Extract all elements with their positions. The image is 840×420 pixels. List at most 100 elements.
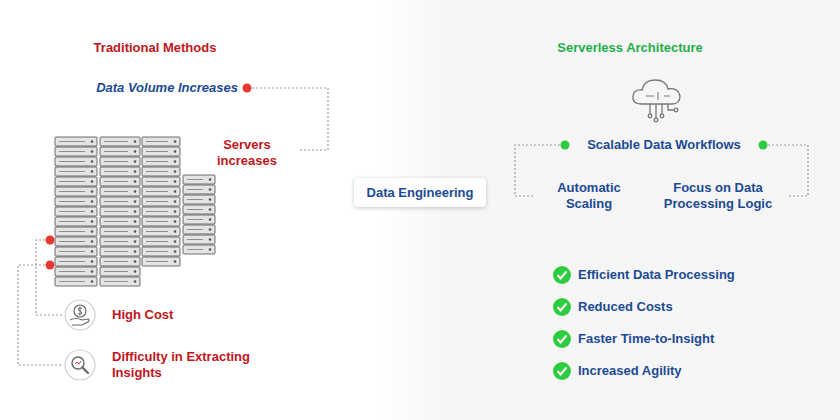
- server-led: [174, 150, 177, 153]
- problem-text: High Cost: [112, 307, 262, 323]
- server-led: [209, 228, 212, 231]
- server-led: [174, 170, 177, 173]
- server-unit: [55, 207, 97, 216]
- server-unit: [183, 215, 215, 224]
- server-slot: [59, 171, 85, 172]
- server-slot: [146, 171, 168, 172]
- server-unit: [100, 257, 140, 266]
- server-led: [209, 188, 212, 191]
- server-unit: [183, 205, 215, 214]
- server-led: [91, 270, 94, 273]
- server-slot: [187, 249, 203, 250]
- callout-text: Scalable Data Workflows: [574, 137, 754, 153]
- server-slot: [146, 151, 168, 152]
- server-slot: [59, 201, 85, 202]
- server-led: [134, 200, 137, 203]
- server-led: [209, 248, 212, 251]
- server-led: [91, 240, 94, 243]
- server-slot: [187, 209, 203, 210]
- server-unit: [100, 197, 140, 206]
- server-slot: [104, 241, 128, 242]
- server-led: [174, 160, 177, 163]
- server-slot: [146, 191, 168, 192]
- server-led: [174, 210, 177, 213]
- server-slot: [104, 281, 128, 282]
- server-unit: [55, 177, 97, 186]
- server-unit: [55, 167, 97, 176]
- server-slot: [59, 231, 85, 232]
- server-slot: [146, 261, 168, 262]
- server-led: [174, 140, 177, 143]
- server-led: [174, 200, 177, 203]
- server-led: [134, 140, 137, 143]
- server-led: [91, 140, 94, 143]
- server-led: [209, 238, 212, 241]
- server-slot: [146, 241, 168, 242]
- cloud-icon: [633, 80, 680, 122]
- server-unit: [100, 137, 140, 146]
- server-led: [91, 150, 94, 153]
- server-slot: [59, 141, 85, 142]
- leader-lines: [18, 88, 808, 365]
- server-led: [91, 210, 94, 213]
- server-slot: [146, 231, 168, 232]
- server-unit: [142, 177, 180, 186]
- server-led: [134, 190, 137, 193]
- server-slot: [104, 141, 128, 142]
- server-unit: [55, 147, 97, 156]
- server-slot: [187, 189, 203, 190]
- server-slot: [104, 261, 128, 262]
- server-led: [209, 198, 212, 201]
- server-unit: [100, 217, 140, 226]
- server-slot: [59, 221, 85, 222]
- server-slot: [146, 201, 168, 202]
- benefit-text: Efficient Data Processing: [578, 267, 808, 283]
- benefit-text: Increased Agility: [578, 363, 808, 379]
- server-slot: [104, 231, 128, 232]
- section-heading: Traditional Methods: [60, 40, 250, 56]
- server-unit: [183, 225, 215, 234]
- server-unit: [100, 247, 140, 256]
- server-led: [134, 240, 137, 243]
- server-led: [209, 208, 212, 211]
- server-slot: [59, 281, 85, 282]
- magnifier-icon: [65, 350, 95, 380]
- server-led: [91, 180, 94, 183]
- server-slot: [187, 179, 203, 180]
- server-led: [134, 230, 137, 233]
- server-slot: [146, 141, 168, 142]
- server-slot: [104, 251, 128, 252]
- server-led: [174, 230, 177, 233]
- server-unit: [55, 197, 97, 206]
- server-slot: [59, 251, 85, 252]
- server-led: [91, 220, 94, 223]
- server-unit: [100, 177, 140, 186]
- server-slot: [187, 239, 203, 240]
- server-led: [174, 190, 177, 193]
- process-box: Data Engineering: [354, 178, 487, 207]
- server-led: [174, 240, 177, 243]
- section-heading: Serverless Architecture: [520, 40, 740, 56]
- feature-text: Automatic Scaling: [541, 180, 637, 212]
- server-slot: [146, 161, 168, 162]
- server-led: [134, 250, 137, 253]
- server-slot: [146, 211, 168, 212]
- server-slot: [104, 161, 128, 162]
- server-led: [134, 160, 137, 163]
- server-slot: [59, 191, 85, 192]
- server-unit: [142, 227, 180, 236]
- server-slot: [59, 241, 85, 242]
- server-rack: [55, 137, 215, 286]
- server-unit: [55, 237, 97, 246]
- server-led: [174, 180, 177, 183]
- server-unit: [100, 237, 140, 246]
- server-slot: [59, 261, 85, 262]
- server-led: [91, 250, 94, 253]
- server-led: [134, 210, 137, 213]
- server-unit: [55, 257, 97, 266]
- server-unit: [100, 227, 140, 236]
- server-led: [91, 200, 94, 203]
- cost-icon: [65, 300, 95, 330]
- server-unit: [142, 217, 180, 226]
